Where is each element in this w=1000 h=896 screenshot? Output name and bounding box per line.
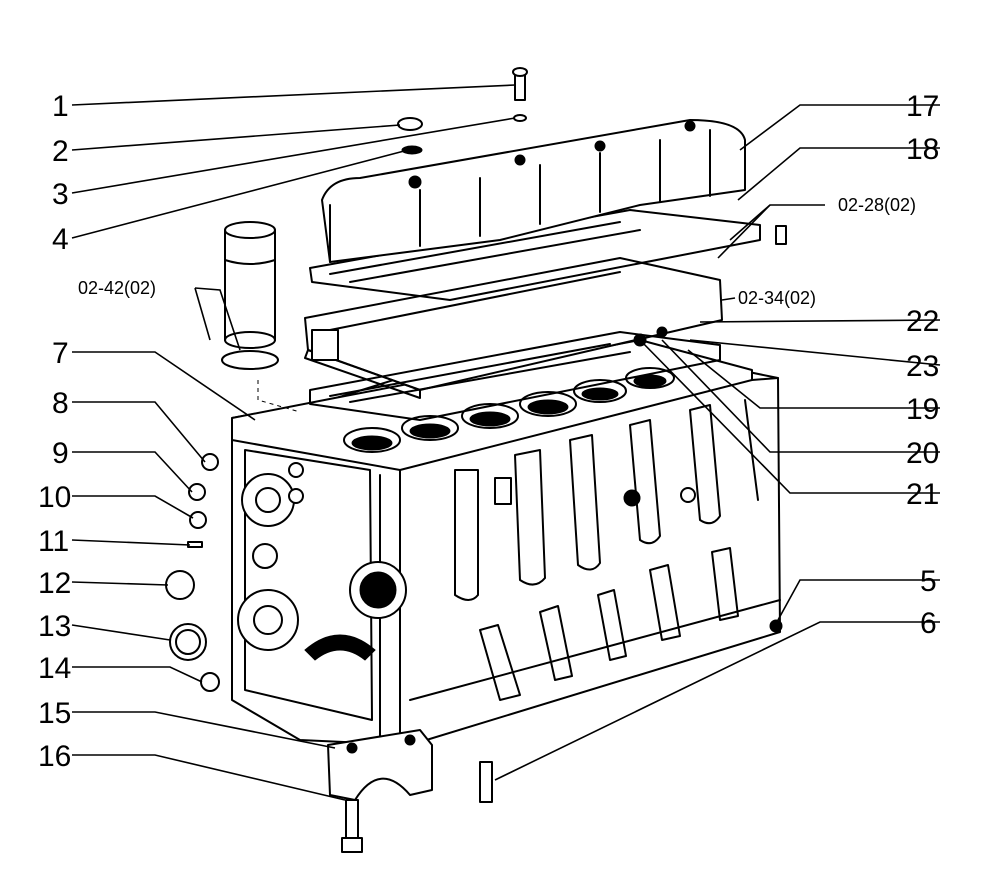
callout-3: 3 bbox=[52, 178, 69, 211]
callout-11: 11 bbox=[38, 525, 69, 558]
head-gasket bbox=[309, 331, 721, 421]
valve-cover bbox=[321, 119, 746, 263]
callout-4: 4 bbox=[52, 223, 69, 256]
engine-block bbox=[231, 339, 781, 746]
callout-20: 20 bbox=[906, 437, 939, 470]
callout-14: 14 bbox=[38, 652, 71, 685]
callout-6: 6 bbox=[920, 607, 937, 640]
small-plugs bbox=[165, 225, 787, 692]
callout-10: 10 bbox=[38, 481, 71, 514]
leader-lines bbox=[71, 84, 941, 801]
callout-8: 8 bbox=[52, 387, 69, 420]
callout-21: 21 bbox=[906, 478, 939, 511]
callout-19: 19 bbox=[906, 393, 939, 426]
callout-18: 18 bbox=[906, 133, 939, 166]
callout-15: 15 bbox=[38, 697, 71, 730]
assembly-axis bbox=[257, 380, 301, 413]
callout-22: 22 bbox=[906, 305, 939, 338]
callout-labels: 1 2 3 4 7 8 9 10 11 12 13 14 15 16 17 18… bbox=[38, 90, 939, 773]
oil-pan-bolt bbox=[479, 761, 493, 803]
callout-1: 1 bbox=[52, 90, 69, 123]
ref-02-28: 02-28(02) bbox=[838, 195, 916, 215]
callout-16: 16 bbox=[38, 740, 71, 773]
cover-bolt bbox=[397, 67, 528, 155]
callout-17: 17 bbox=[906, 90, 939, 123]
callout-12: 12 bbox=[38, 567, 71, 600]
valve-cover-gasket bbox=[309, 209, 761, 301]
callout-9: 9 bbox=[52, 437, 69, 470]
callout-7: 7 bbox=[52, 337, 69, 370]
callout-23: 23 bbox=[906, 350, 939, 383]
cylinder-liner bbox=[221, 221, 279, 370]
ref-02-34: 02-34(02) bbox=[738, 288, 816, 308]
callout-2: 2 bbox=[52, 135, 69, 168]
bearing-cap-bolt bbox=[341, 799, 363, 853]
ref-02-42: 02-42(02) bbox=[78, 278, 156, 298]
callout-5: 5 bbox=[920, 565, 937, 598]
callout-13: 13 bbox=[38, 610, 71, 643]
